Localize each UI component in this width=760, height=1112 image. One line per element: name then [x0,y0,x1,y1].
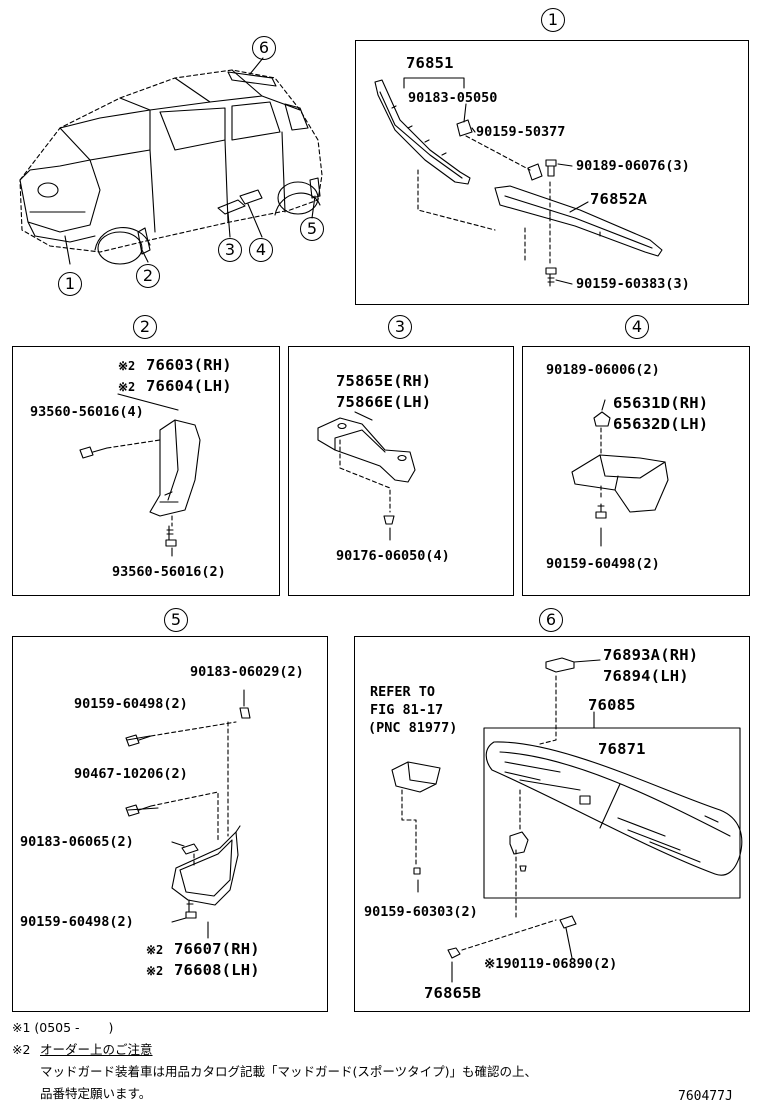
refer-text-line-1: REFER TO [370,684,436,700]
section-1-box [355,40,749,305]
footnote-3: マッドガード装着車は用品カタログ記載「マッドガード(スポーツタイプ)」も確認の上… [40,1064,538,1079]
footnote-2-title: オーダー上のご注意 [40,1042,153,1057]
footnote-4: 品番特定願います。 [40,1086,152,1101]
part-76608-lh: 76608(LH) [174,961,260,979]
front-spoiler-drawing [374,77,663,287]
part-93560-56016-b: 93560-56016(2) [112,564,226,580]
part-76603-rh: 76603(RH) [146,356,232,374]
part-90176-06050: 90176-06050(4) [336,548,450,564]
note-mark-2: ※2 [118,359,136,373]
part-90183-05050: 90183-05050 [408,90,498,106]
part-76893A-rh: 76893A(RH) [603,646,699,664]
part-76851: 76851 [406,54,454,72]
rocker-guard-drawing [571,399,669,547]
part-90159-60303: 90159-60303(2) [364,904,478,920]
part-76607-rh: 76607(RH) [174,940,260,958]
part-90183-06029: 90183-06029(2) [190,664,304,680]
part-76871: 76871 [598,740,646,758]
section-5-box [12,636,328,1012]
footnote-2-mark: ※2 [12,1042,31,1057]
part-65632D-lh: 65632D(LH) [613,415,709,433]
overview-callout-6: 6 [252,36,276,60]
part-75866E-lh: 75866E(LH) [336,393,432,411]
part-93560-56016-a: 93560-56016(4) [30,404,144,420]
part-90159-50377: 90159-50377 [476,124,566,140]
note-mark-2: ※2 [118,380,136,394]
note-mark-2: ※2 [146,964,164,978]
section-number-1: 1 [541,8,565,32]
section-number-6: 6 [539,608,563,632]
part-76604-lh: 76604(LH) [146,377,232,395]
part-75865E-rh: 75865E(RH) [336,372,432,390]
overview-callout-4: 4 [249,238,273,262]
diagram-id: 760477J [678,1089,733,1104]
overview-callout-1: 1 [58,272,82,296]
section-6-box [354,636,750,1012]
part-90159-60383: 90159-60383(3) [576,276,690,292]
part-76852A: 76852A [590,190,648,208]
part-90159-60498-b: 90159-60498(2) [20,914,134,930]
part-76085: 76085 [588,696,636,714]
car-overview-drawing [19,57,323,265]
refer-text-line-3: (PNC 81977) [368,720,458,736]
note-mark-2: ※2 [146,943,164,957]
part-90189-06006: 90189-06006(2) [546,362,660,378]
part-76894-lh: 76894(LH) [603,667,689,685]
section1-dashed-guides [417,135,551,267]
section-number-3: 3 [388,315,412,339]
part-90119-06890: ※190119-06890(2) [484,956,618,972]
part-90159-60498: 90159-60498(2) [546,556,660,572]
refer-text-line-2: FIG 81-17 [370,702,444,718]
section-number-5: 5 [164,608,188,632]
part-76865B: 76865B [424,984,482,1002]
part-90159-60498-a: 90159-60498(2) [74,696,188,712]
section-2-box [12,346,280,596]
footnote-1: ※1 (0505 - ) [12,1020,114,1035]
section-number-4: 4 [625,315,649,339]
side-step-bracket-drawing [317,411,416,541]
overview-callout-3: 3 [218,238,242,262]
part-90189-06076: 90189-06076(3) [576,158,690,174]
section-4-box [522,346,750,596]
rear-spoiler-drawing [391,657,743,983]
section-3-box [288,346,514,596]
overview-callout-2: 2 [136,264,160,288]
overview-callout-5: 5 [300,217,324,241]
part-90183-06065: 90183-06065(2) [20,834,134,850]
part-65631D-rh: 65631D(RH) [613,394,709,412]
part-90467-10206: 90467-10206(2) [74,766,188,782]
rear-mudguard-drawing [125,689,251,939]
section-number-2: 2 [133,315,157,339]
front-mudguard-drawing [79,393,201,557]
